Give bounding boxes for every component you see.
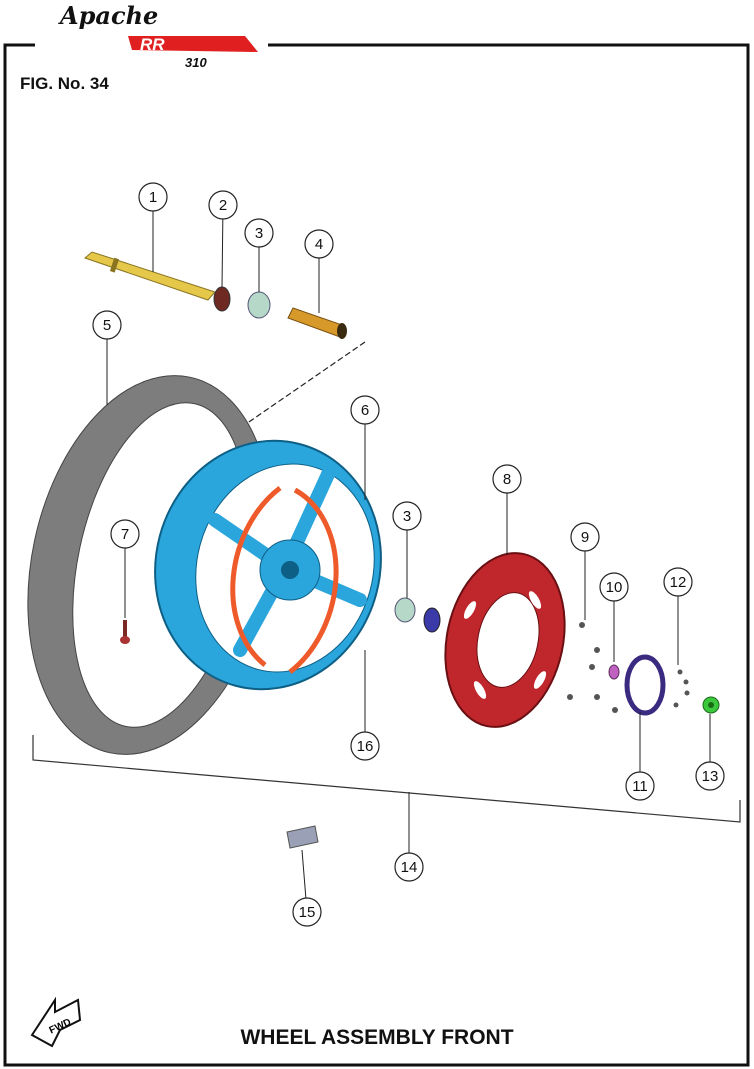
logo-model: RR (140, 35, 165, 54)
callout-number: 1 (149, 189, 157, 206)
bearing-part (247, 291, 271, 319)
callout-number: 3 (403, 508, 411, 525)
callout-number: 5 (103, 317, 111, 334)
leader-line (221, 218, 224, 288)
callout-circle (695, 761, 725, 791)
callout-circle (244, 218, 274, 248)
callout-2: 2 (208, 190, 238, 288)
spacer-part (287, 307, 347, 339)
callout-circle (492, 464, 522, 494)
callout-8: 8 (492, 464, 522, 555)
axle-nut-part (702, 696, 720, 714)
callout-10: 10 (599, 572, 629, 662)
callout-6: 6 (350, 395, 380, 500)
callout-1: 1 (138, 182, 168, 272)
assembly-bracket (32, 735, 741, 823)
bearing-part-2 (394, 597, 416, 623)
logo-number: 310 (185, 55, 207, 70)
washer-part (608, 664, 620, 680)
callout-3: 3 (392, 501, 422, 598)
callout-11: 11 (625, 712, 655, 801)
callout-number: 14 (401, 859, 418, 876)
callout-circle (599, 572, 629, 602)
frame-border (3, 43, 750, 1067)
callout-9: 9 (570, 522, 600, 620)
callout-number: 6 (361, 402, 369, 419)
axle-part (84, 251, 216, 301)
callout-circle (138, 182, 168, 212)
wheel-rim-part (154, 439, 382, 691)
collar-part (423, 607, 441, 633)
callout-12: 12 (663, 567, 693, 665)
callout-number: 11 (632, 778, 648, 795)
callout-circle (92, 310, 122, 340)
callout-number: 3 (255, 225, 263, 242)
callout-4: 4 (304, 229, 334, 313)
callout-number: 2 (219, 197, 227, 214)
callout-number: 13 (702, 768, 719, 785)
page-title: WHEEL ASSEMBLY FRONT (240, 1026, 514, 1049)
callout-circle (292, 897, 322, 927)
leader-line (301, 849, 307, 899)
callout-14: 14 (394, 792, 424, 882)
brake-disc-part (444, 552, 566, 728)
callout-circle (570, 522, 600, 552)
callout-circle (350, 731, 380, 761)
apache-rr-310-logo: Apache RR 310 (58, 1, 258, 70)
callout-5: 5 (92, 310, 122, 405)
callout-circle (663, 567, 693, 597)
callout-circle (304, 229, 334, 259)
figure-number: FIG. No. 34 (20, 74, 109, 93)
callout-13: 13 (695, 714, 725, 791)
callout-number: 16 (357, 738, 374, 755)
callout-number: 7 (121, 526, 129, 543)
callout-number: 4 (315, 236, 323, 253)
callout-number: 8 (503, 471, 511, 488)
logo-brand: Apache (58, 1, 158, 30)
sprocket-ring-part (624, 654, 666, 716)
callout-15: 15 (292, 849, 322, 927)
callout-7: 7 (110, 519, 140, 618)
callout-circle (350, 395, 380, 425)
callout-circle (392, 501, 422, 531)
callout-circle (110, 519, 140, 549)
callout-circle (394, 852, 424, 882)
bolts-part (567, 622, 690, 713)
callout-number: 9 (581, 529, 589, 546)
oil-seal-part (213, 286, 231, 312)
callout-number: 12 (670, 574, 687, 591)
valve-part (120, 620, 130, 644)
callout-3: 3 (244, 218, 274, 292)
callout-circle (208, 190, 238, 220)
callout-16: 16 (350, 650, 380, 761)
callout-number: 15 (299, 904, 316, 921)
callout-number: 10 (606, 579, 623, 596)
balance-weight-part (286, 825, 319, 849)
callout-circle (625, 771, 655, 801)
